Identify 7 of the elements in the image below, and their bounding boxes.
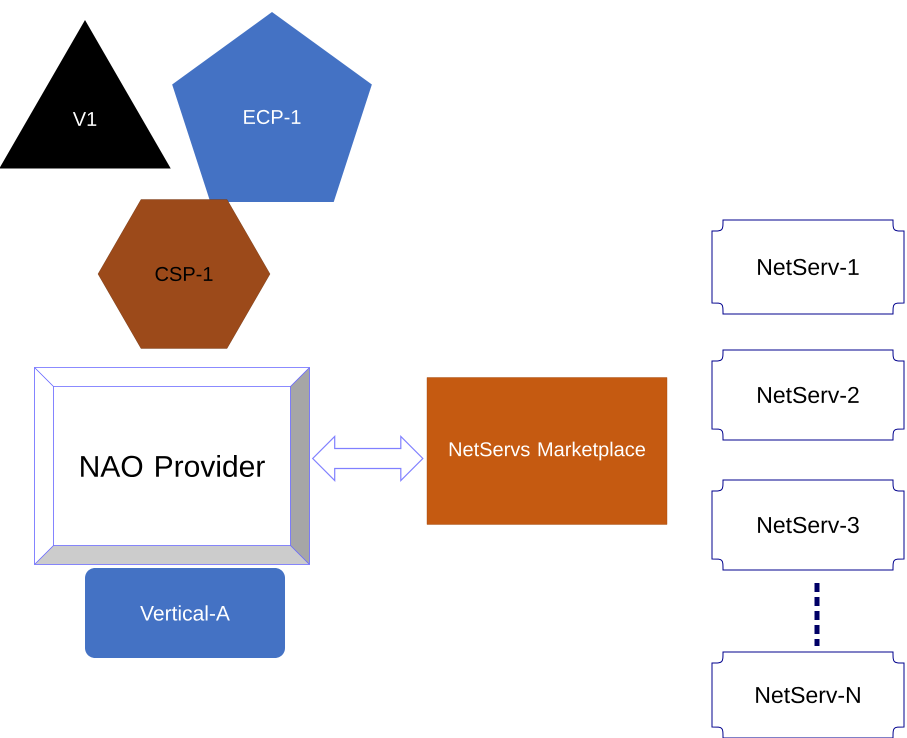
plaque-box: NetServ-1 (712, 220, 904, 314)
plaque-box: NetServ-3 (712, 480, 904, 570)
bevel-box: NAO Provider (34, 367, 310, 565)
plaque-box: NetServ-2 (712, 350, 904, 440)
plaque-box: NetServ-N (712, 652, 904, 738)
process-box: NetServs Marketplace (426, 377, 668, 525)
rounded-box: Vertical-A (85, 568, 285, 658)
